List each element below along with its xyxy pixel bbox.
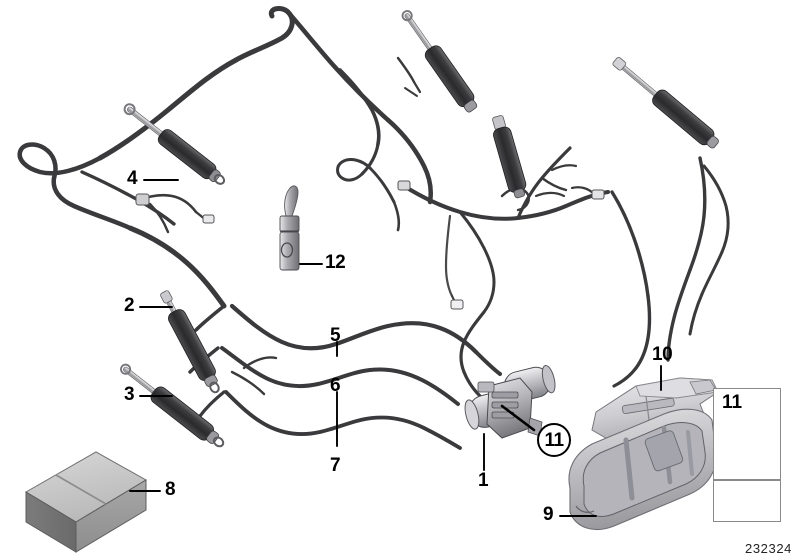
hose-line-6-path xyxy=(220,346,460,406)
cylinder-3-art xyxy=(120,363,225,448)
callout-7[interactable]: 7 xyxy=(330,455,341,476)
cylinder-upper-right-art xyxy=(612,56,719,149)
callout-5[interactable]: 5 xyxy=(330,325,341,346)
callout-8[interactable]: 8 xyxy=(165,479,176,500)
hose-connector-tips-left xyxy=(135,193,215,224)
callout-10[interactable]: 10 xyxy=(652,344,673,365)
cylinder-upper-middle-art xyxy=(401,10,478,113)
inset-label-11: 11 xyxy=(722,392,743,413)
callout-2[interactable]: 2 xyxy=(124,295,135,316)
callout-11-circled[interactable]: 11 xyxy=(537,423,571,457)
callout-9[interactable]: 9 xyxy=(543,504,554,525)
callout-6[interactable]: 6 xyxy=(330,375,341,396)
hose-network-center xyxy=(402,146,610,398)
callout-12[interactable]: 12 xyxy=(325,252,346,273)
hose-harness-upper xyxy=(17,6,433,309)
inset-arrow-frame xyxy=(713,480,781,522)
cylinder-mid-right-art xyxy=(492,115,527,199)
diagram-id-number: 232324 xyxy=(745,541,792,556)
callout-3[interactable]: 3 xyxy=(124,384,135,405)
callout-4[interactable]: 4 xyxy=(127,168,138,189)
hose-line-7-path xyxy=(224,390,462,450)
leader-lines xyxy=(129,179,662,517)
hose-connector-tips-center xyxy=(397,180,605,310)
callout-1[interactable]: 1 xyxy=(478,470,489,491)
inset-detail-frame xyxy=(713,388,781,480)
container-tray-9-art xyxy=(568,408,717,530)
valve-connector-12-art xyxy=(279,185,300,271)
cylinder-4-art xyxy=(123,103,226,185)
cover-lid-10-art xyxy=(591,377,719,445)
hose-line-5-path xyxy=(229,303,502,376)
parts-box-8-art xyxy=(25,451,147,553)
leader-11 xyxy=(500,404,536,432)
hose-runs-right xyxy=(610,156,730,388)
cylinder-2-art xyxy=(160,290,220,394)
